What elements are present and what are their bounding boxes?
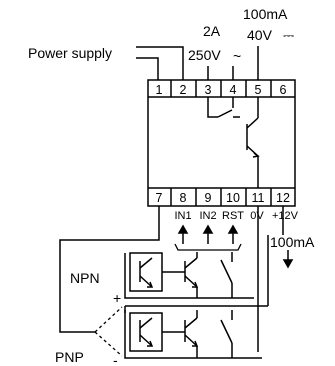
terminal-9: 9 [205,191,212,205]
terminal-7: 7 [156,191,163,205]
terminal-3: 3 [205,83,212,97]
minus-sign: - [113,352,118,366]
npn-pnp-selector [94,306,123,357]
current-100ma-right-label: 100mA [270,234,315,250]
plus-sign: + [113,290,121,306]
pnp-sensor [124,310,262,359]
voltage-250v-label: 250V [188,47,221,63]
input-brace [174,243,242,251]
signal-in2: IN2 [199,210,216,222]
terminal-2: 2 [180,83,187,97]
current-100ma-top-label: 100mA [243,6,288,22]
output-arrow-100ma [282,250,294,269]
module-body [147,79,296,207]
terminal-5: 5 [255,83,262,97]
ac-symbol: ~ [233,48,241,64]
voltage-40v-label: 40V [247,27,273,43]
input-arrows [177,224,239,244]
signal-in1: IN1 [174,210,191,222]
terminal-1: 1 [156,83,163,97]
signal-rst: RST [222,210,244,222]
terminal-6: 6 [280,83,287,97]
power-supply-label: Power supply [28,45,112,61]
current-2a-label: 2A [203,23,221,39]
dc-symbol: ⎓ [283,27,294,43]
terminal-8: 8 [180,191,187,205]
pnp-label: PNP [55,349,84,365]
top-terminal-dividers [170,80,272,97]
terminal-wiring [59,206,284,352]
top-terminal-labels: 1 2 3 4 5 6 [156,83,287,97]
terminal-11: 11 [252,191,265,205]
relay-contact [207,97,240,118]
terminal-12: 12 [276,191,290,205]
signal-12v: +12V [272,210,299,222]
output-transistor [246,97,260,188]
relay-leads [207,46,259,80]
power-supply-leads [136,46,184,80]
bottom-terminal-labels: 7 8 9 10 11 12 [156,191,290,205]
signal-labels: IN1 IN2 RST 0V +12V [174,210,298,222]
terminal-4: 4 [230,83,237,97]
npn-label: NPN [70,270,100,286]
sensor-bus-lines [124,300,269,313]
npn-sensor [124,252,254,299]
bottom-terminal-dividers [170,188,272,206]
terminal-10: 10 [226,191,240,205]
